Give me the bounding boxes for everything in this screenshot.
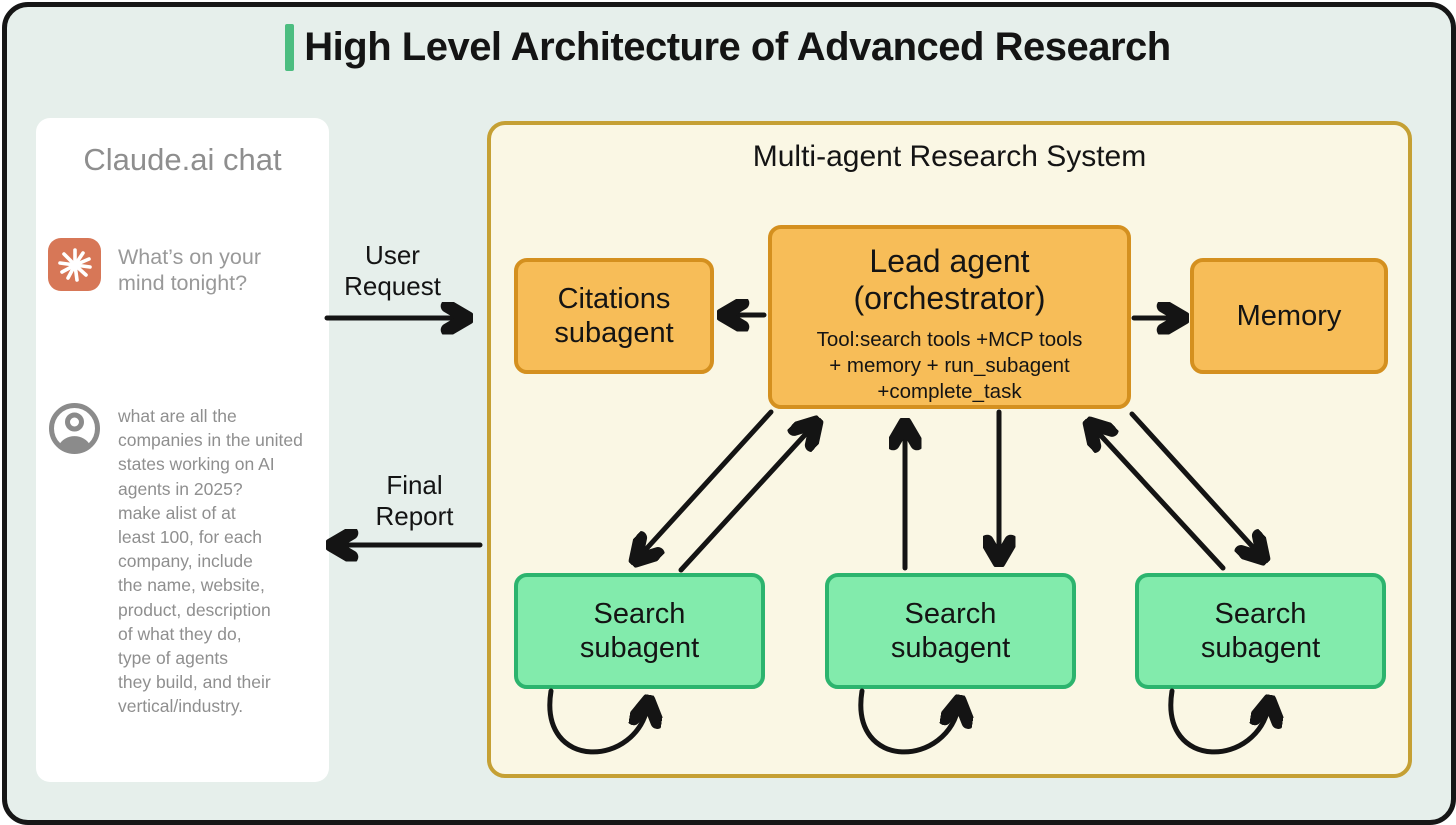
claude-starburst-icon [48,238,101,291]
page-title: High Level Architecture of Advanced Rese… [304,25,1171,69]
search-subagent-node-1: Search subagent [514,573,765,689]
search-subagent-node-2: Search subagent [825,573,1076,689]
user-avatar-icon [48,402,101,455]
chat-prompt-row: What’s on your mind tonight? [48,238,318,296]
search-subagent-label: Search subagent [890,598,1011,664]
lead-agent-title: Lead agent (orchestrator) [853,243,1046,316]
user-question-text: what are all the companies in the united… [118,406,303,717]
title-accent-bar [285,24,295,71]
final-report-label: Final Report [375,470,454,531]
lead-agent-node: Lead agent (orchestrator) Tool:search to… [768,225,1131,409]
chat-question-row: what are all the companies in the united… [48,402,324,719]
citations-subagent-node: Citations subagent [514,258,714,374]
search-subagent-node-3: Search subagent [1135,573,1386,689]
user-request-label: User Request [344,240,441,301]
lead-agent-tools: Tool:search tools +MCP tools + memory + … [816,328,1083,403]
memory-label: Memory [1236,300,1342,332]
search-subagent-label: Search subagent [579,598,700,664]
memory-node: Memory [1190,258,1388,374]
chat-prompt-text: What’s on your mind tonight? [118,245,262,295]
claude-chat-panel: Claude.ai chat [36,118,329,782]
citations-subagent-label: Citations subagent [554,283,674,349]
chat-panel-title: Claude.ai chat [83,142,282,177]
page-title-row: High Level Architecture of Advanced Rese… [0,24,1456,71]
search-subagent-label: Search subagent [1200,598,1321,664]
system-panel-title: Multi-agent Research System [752,140,1147,173]
